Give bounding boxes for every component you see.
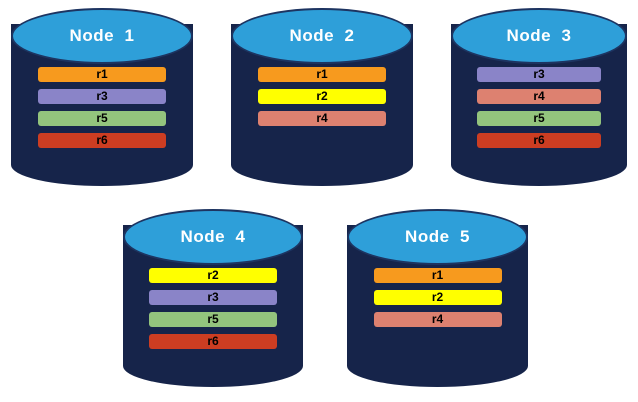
- record-bar-r4[interactable]: r4: [373, 312, 502, 327]
- cylinder-top-disc: [231, 8, 413, 64]
- record-bar-r2[interactable]: r2: [258, 89, 386, 104]
- record-bar-r3[interactable]: r3: [38, 89, 166, 104]
- cylinder-top-disc: [451, 8, 627, 64]
- record-bar-r4[interactable]: r4: [477, 89, 601, 104]
- database-node-2[interactable]: Node 2 r1 r2 r4: [231, 8, 413, 186]
- record-bar-list: r2 r3 r5 r6: [123, 268, 303, 349]
- cylinder-shape: Node 4: [123, 209, 303, 387]
- record-bar-r3[interactable]: r3: [477, 67, 601, 82]
- database-node-3[interactable]: Node 3 r3 r4 r5 r6: [451, 8, 627, 186]
- record-bar-r1[interactable]: r1: [373, 268, 502, 283]
- record-bar-r6[interactable]: r6: [149, 334, 277, 349]
- node-label: Node 3: [506, 26, 572, 45]
- cylinder-top-disc: [123, 209, 303, 265]
- record-bar-r4[interactable]: r4: [258, 111, 386, 126]
- node-label: Node 4: [180, 227, 246, 246]
- record-bar-r6[interactable]: r6: [38, 133, 166, 148]
- record-bar-r1[interactable]: r1: [38, 67, 166, 82]
- record-bar-list: r1 r3 r5 r6: [11, 67, 193, 148]
- record-bar-list: r3 r4 r5 r6: [451, 67, 627, 148]
- record-bar-r5[interactable]: r5: [38, 111, 166, 126]
- database-node-1[interactable]: Node 1 r1 r3 r5 r6: [11, 8, 193, 186]
- node-label: Node 2: [289, 26, 355, 45]
- cylinder-top-disc: [11, 8, 193, 64]
- record-bar-list: r1 r2 r4: [347, 268, 528, 327]
- record-bar-r3[interactable]: r3: [149, 290, 277, 305]
- record-bar-r2[interactable]: r2: [373, 290, 502, 305]
- record-bar-r6[interactable]: r6: [477, 133, 601, 148]
- node-label: Node 5: [405, 227, 470, 246]
- record-bar-list: r1 r2 r4: [231, 67, 413, 126]
- database-node-5[interactable]: Node 5 r1 r2 r4: [347, 209, 528, 387]
- cylinder-shape: Node 3: [451, 8, 627, 186]
- cylinder-top-disc: [347, 209, 528, 265]
- cylinder-shape: Node 1: [11, 8, 193, 186]
- cylinder-shape: Node 2: [231, 8, 413, 186]
- database-node-4[interactable]: Node 4 r2 r3 r5 r6: [123, 209, 303, 387]
- record-bar-r5[interactable]: r5: [477, 111, 601, 126]
- record-bar-r5[interactable]: r5: [149, 312, 277, 327]
- record-bar-r2[interactable]: r2: [149, 268, 277, 283]
- record-bar-r1[interactable]: r1: [258, 67, 386, 82]
- node-label: Node 1: [69, 26, 135, 45]
- cylinder-shape: Node 5: [347, 209, 528, 387]
